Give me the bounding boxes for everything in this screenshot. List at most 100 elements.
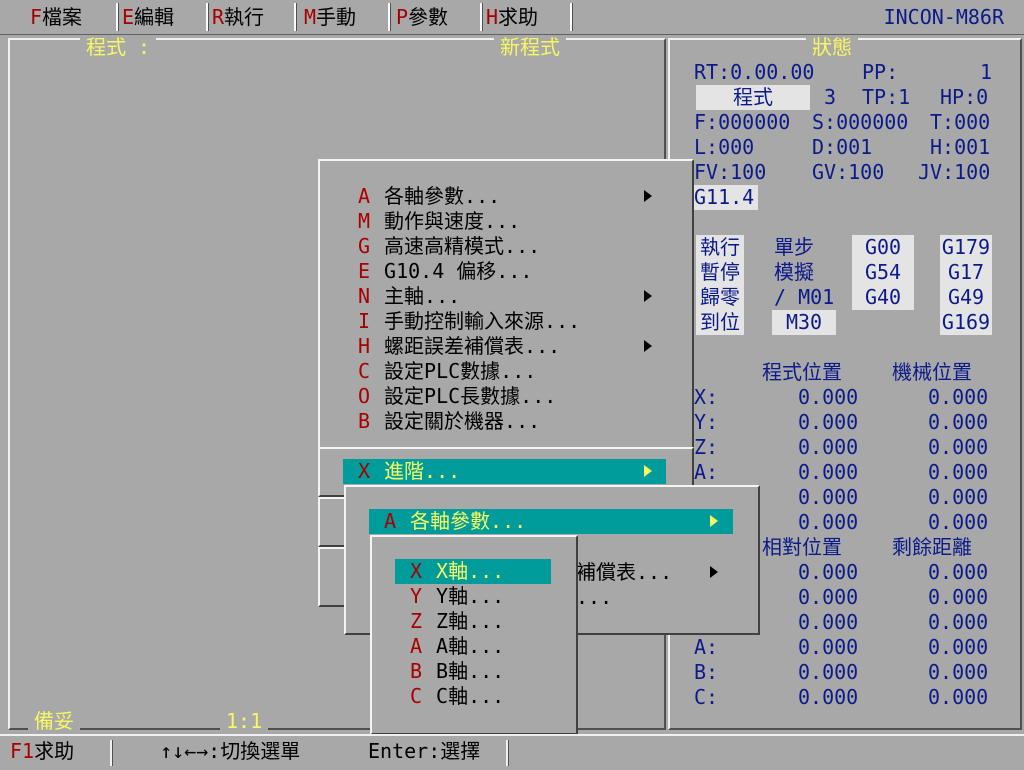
submenu-arrow-icon xyxy=(644,340,652,352)
param-menu xyxy=(318,159,694,449)
axis-param-arrow-icon xyxy=(710,515,718,527)
state-run: 執行 xyxy=(696,235,744,260)
axis-label: Z: xyxy=(694,435,719,459)
state-simulate: 模擬 xyxy=(774,260,814,284)
gcode-g169: G169 xyxy=(940,310,992,335)
remaining-distance-value: 0.000 xyxy=(928,585,989,609)
axis-label: C: xyxy=(694,685,719,709)
mode-number: 3 xyxy=(824,85,837,109)
state-pause: 暫停 xyxy=(696,260,744,285)
gcode-g179: G179 xyxy=(940,235,992,260)
nav-hint: ↑↓←→:切換選單 xyxy=(160,739,301,763)
gcode-g49: G49 xyxy=(940,285,992,310)
menu-manual[interactable]: M手動 xyxy=(284,3,390,31)
relative-position-value: 0.000 xyxy=(798,560,859,584)
ready-status: 備妥 xyxy=(28,709,80,734)
relative-position-value: 0.000 xyxy=(798,685,859,709)
program-position-value: 0.000 xyxy=(798,385,859,409)
help-hint[interactable]: F1求助 xyxy=(10,739,75,763)
axis-param-highlight[interactable] xyxy=(369,509,733,534)
machine-position-value: 0.000 xyxy=(928,460,989,484)
remaining-distance-value: 0.000 xyxy=(928,685,989,709)
relative-position-value: 0.000 xyxy=(798,585,859,609)
advanced-highlight[interactable] xyxy=(343,459,666,484)
d-value: D:001 xyxy=(812,135,873,159)
program-position-value: 0.000 xyxy=(798,485,859,509)
remaining-distance-value: 0.000 xyxy=(928,560,989,584)
submenu-arrow-icon xyxy=(644,190,652,202)
remaining-distance-header: 剩餘距離 xyxy=(892,535,972,559)
gcode-g17: G17 xyxy=(940,260,992,285)
pitch-comp-partial-item[interactable]: 補償表... xyxy=(576,560,673,584)
machine-position-header: 機械位置 xyxy=(892,360,972,384)
l-value: L:000 xyxy=(694,135,755,159)
gcode-g00: G00 xyxy=(852,235,914,260)
pp-label: PP: xyxy=(862,60,899,84)
program-name: 新程式 xyxy=(494,35,566,60)
menu-file[interactable]: F檔案 xyxy=(10,3,118,31)
state-inpos: 到位 xyxy=(696,310,744,335)
relative-position-value: 0.000 xyxy=(798,635,859,659)
menu-help[interactable]: H求助 xyxy=(466,3,572,31)
machine-position-value: 0.000 xyxy=(928,485,989,509)
h-value: H:001 xyxy=(930,135,991,159)
gcode-g40: G40 xyxy=(852,285,914,310)
program-title: 程式 : xyxy=(80,35,157,60)
program-position-value: 0.000 xyxy=(798,510,859,534)
x-axis-highlight[interactable] xyxy=(395,559,551,584)
rt-time: RT:0.00.00 xyxy=(694,60,815,84)
state-m01: / M01 xyxy=(774,285,835,309)
menu-edit[interactable]: E編輯 xyxy=(102,3,208,31)
g114-tag: G11.4 xyxy=(694,185,758,210)
axis-label: A: xyxy=(694,460,719,484)
relative-position-header: 相對位置 xyxy=(762,535,842,559)
statusbar-divider xyxy=(506,740,508,766)
status-title: 狀態 xyxy=(806,35,858,60)
fv-value: FV:100 xyxy=(694,160,767,184)
tp-value: TP:1 xyxy=(862,85,911,109)
brand-label: INCON-M86R xyxy=(883,5,1004,29)
menu-params[interactable]: P參數 xyxy=(376,3,482,31)
status-bar: F1求助 ↑↓←→:切換選單 Enter:選擇 xyxy=(0,734,1024,770)
mode-tag: 程式 xyxy=(696,85,810,110)
menu-bar: F檔案 E編輯 R執行 M手動 P參數 H求助 INCON-M86R xyxy=(0,0,1024,35)
axis-label: X: xyxy=(694,385,719,409)
remaining-distance-value: 0.000 xyxy=(928,635,989,659)
axis-label: Y: xyxy=(694,410,719,434)
advanced-submenu-arrow-icon xyxy=(644,465,652,477)
machine-position-value: 0.000 xyxy=(928,410,989,434)
partial-item-2[interactable]: ... xyxy=(576,585,613,609)
axis-label: A: xyxy=(694,635,719,659)
relative-position-value: 0.000 xyxy=(798,660,859,684)
enter-hint: Enter:選擇 xyxy=(368,739,481,763)
state-m30: M30 xyxy=(772,310,836,335)
program-position-value: 0.000 xyxy=(798,410,859,434)
remaining-distance-value: 0.000 xyxy=(928,610,989,634)
machine-position-value: 0.000 xyxy=(928,385,989,409)
remaining-distance-value: 0.000 xyxy=(928,660,989,684)
pp-value: 1 xyxy=(980,60,993,84)
spindle-value: S:000000 xyxy=(812,110,909,134)
menu-run[interactable]: R執行 xyxy=(192,3,296,31)
machine-position-value: 0.000 xyxy=(928,435,989,459)
pitch-comp-arrow-icon xyxy=(710,566,718,578)
state-single-step: 單步 xyxy=(774,235,814,259)
